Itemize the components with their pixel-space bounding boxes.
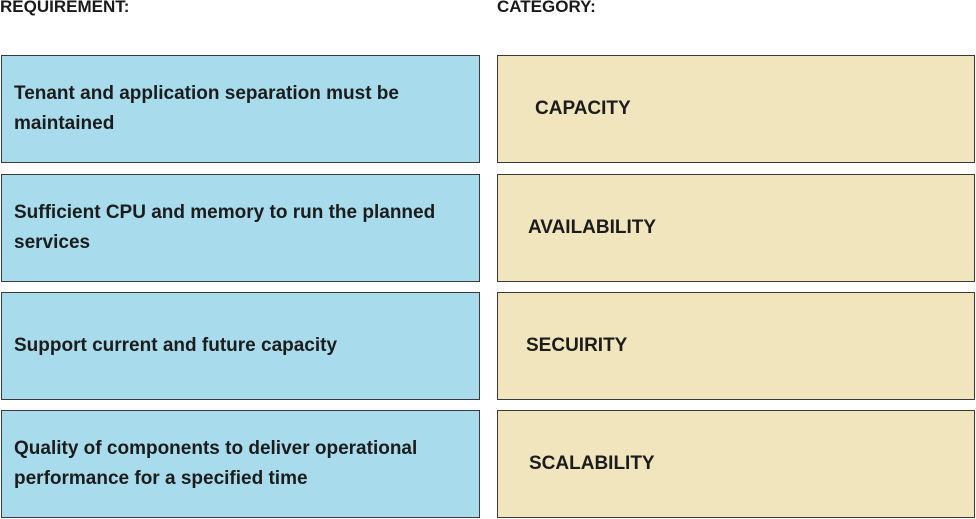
category-slot-security[interactable]: SECUIRITY [497,292,975,400]
category-label: SCALABILITY [529,453,655,474]
category-label: AVAILABILITY [528,217,657,238]
category-header: CATEGORY: [497,0,596,16]
category-slot-scalability[interactable]: SCALABILITY [497,410,975,518]
requirement-item-label: Quality of components to deliver operati… [14,438,418,489]
category-slot-availability[interactable]: AVAILABILITY [497,174,975,282]
requirement-item-label: Support current and future capacity [14,335,338,356]
requirement-item-1[interactable]: Tenant and application separation must b… [1,55,480,163]
category-label: CAPACITY [535,98,631,119]
category-slot-capacity[interactable]: CAPACITY [497,55,975,163]
requirement-item-4[interactable]: Quality of components to deliver operati… [1,410,480,518]
requirement-header: REQUIREMENT: [0,0,130,16]
requirement-item-3[interactable]: Support current and future capacity [1,292,480,400]
requirement-item-label: Tenant and application separation must b… [14,83,399,134]
category-label: SECUIRITY [526,335,628,356]
requirement-item-label: Sufficient CPU and memory to run the pla… [14,202,436,253]
requirement-item-2[interactable]: Sufficient CPU and memory to run the pla… [1,174,480,282]
